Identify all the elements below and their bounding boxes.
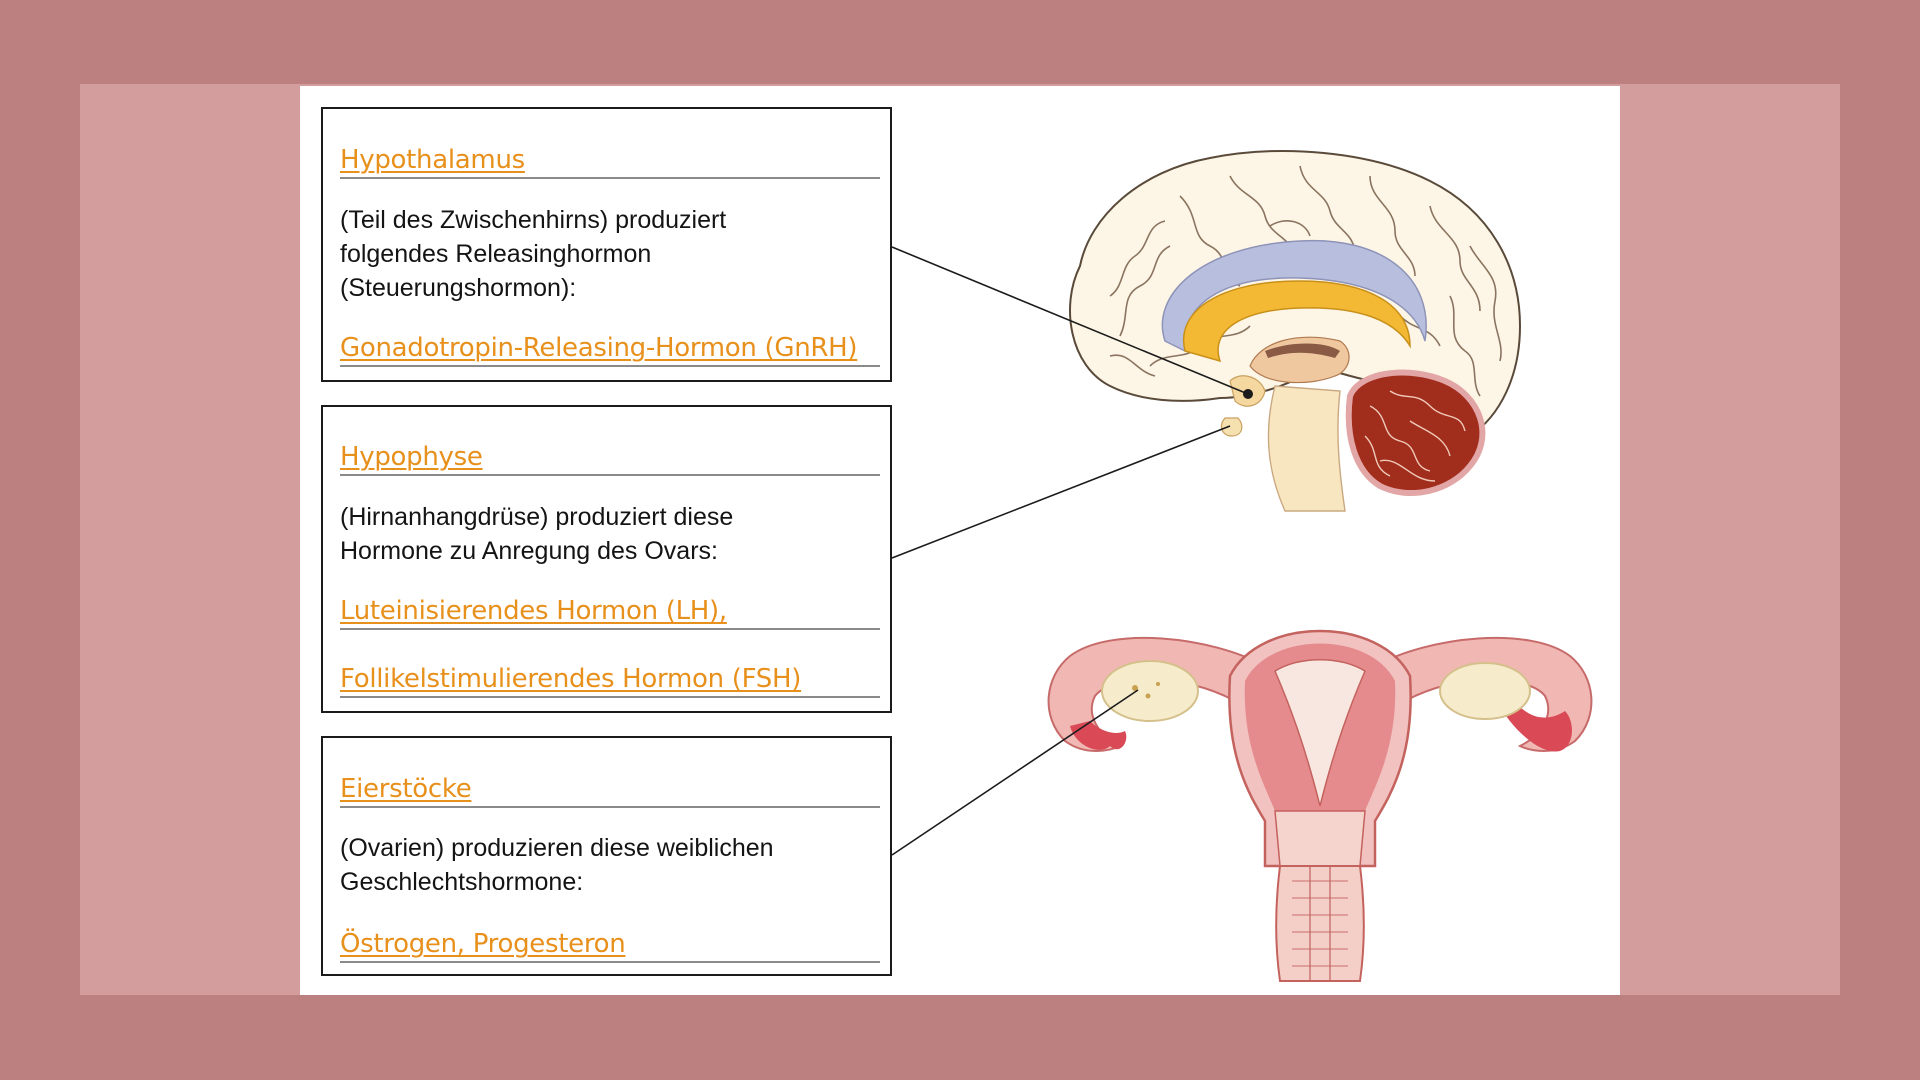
hypothalamus-marker: [1243, 389, 1253, 399]
pituitary: [1220, 417, 1243, 437]
uterine-cavity: [1274, 659, 1366, 807]
hypothalamus-description: (Teil des Zwischenhirns) produziert folg…: [340, 206, 727, 302]
eierstoecke-description: (Ovarien) produzieren diese weiblichen G…: [340, 834, 774, 896]
cerebellum: [1345, 369, 1486, 496]
right-fimbriae: [1500, 701, 1572, 752]
hypophyse-heading: Hypophyse: [340, 440, 880, 476]
hypothalamus-answer: Gonadotropin-Releasing-Hormon (GnRH): [340, 331, 880, 367]
hypophyse-answer-fsh: Follikelstimulierendes Hormon (FSH): [340, 662, 880, 698]
uterus-illustration: [1047, 629, 1593, 982]
cervix: [1274, 810, 1366, 867]
hypothalamus-heading: Hypothalamus: [340, 143, 880, 179]
hypophyse-description: (Hirnanhangdrüse) produziert diese Hormo…: [340, 503, 734, 565]
hypophyse-answer-lh: Luteinisierendes Hormon (LH),: [340, 594, 880, 630]
right-ovary: [1439, 662, 1531, 720]
hypophyse-box: Hypophyse (Hirnanhangdrüse) produziert d…: [321, 405, 892, 713]
vagina: [1275, 865, 1365, 982]
brainstem: [1267, 385, 1346, 512]
eierstoecke-box: Eierstöcke (Ovarien) produzieren diese w…: [321, 736, 892, 976]
eierstoecke-heading: Eierstöcke: [340, 772, 880, 808]
brain-illustration: [1069, 150, 1522, 512]
hypothalamus-box: Hypothalamus (Teil des Zwischenhirns) pr…: [321, 107, 892, 382]
slide: Hypothalamus (Teil des Zwischenhirns) pr…: [300, 86, 1620, 995]
eierstoecke-answer: Östrogen, Progesteron: [340, 927, 880, 963]
left-ovary: [1101, 660, 1199, 722]
